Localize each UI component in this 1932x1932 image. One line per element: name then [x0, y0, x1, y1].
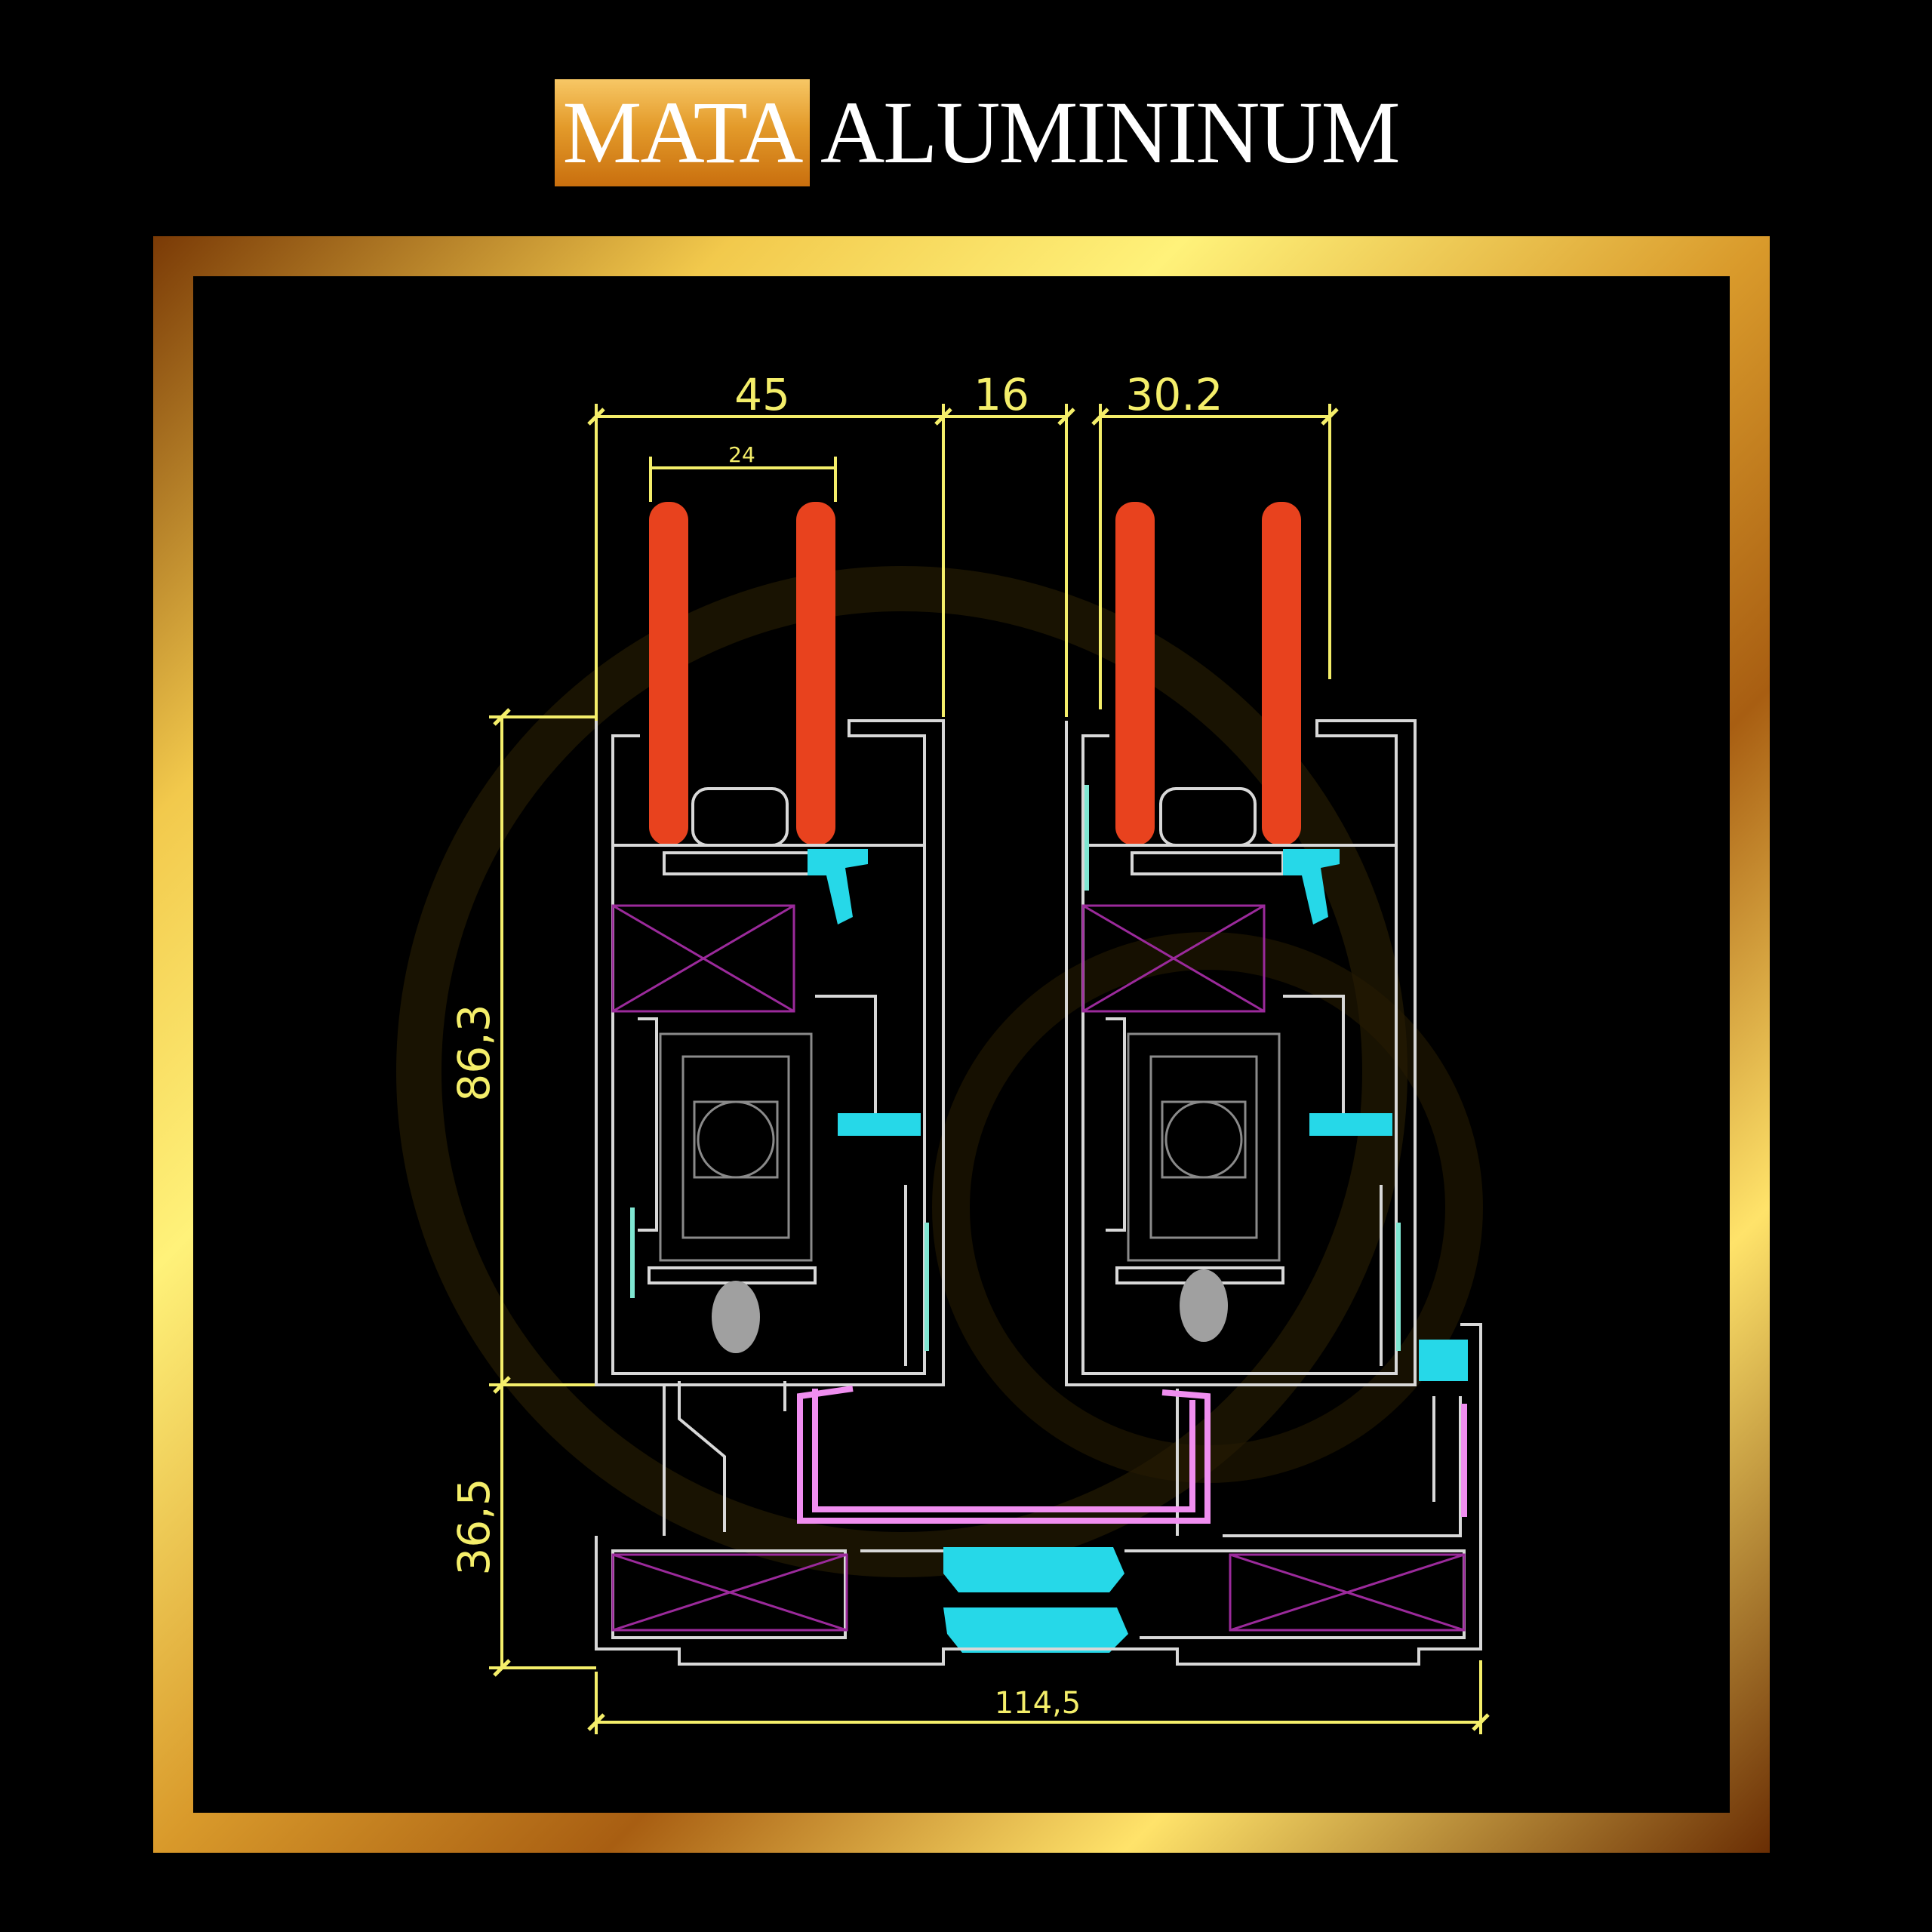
dim-sash-width-right: 30.2	[1125, 369, 1223, 420]
sash-edge-gaskets	[630, 785, 1401, 1351]
dim-glass-width: 24	[728, 442, 755, 467]
right-sash-insulation	[1081, 904, 1266, 1013]
thermal-breaks	[808, 849, 1468, 1653]
brand-name: ALUMININUM	[820, 83, 1401, 182]
glass-panes	[649, 502, 1301, 845]
dimension-ticks	[493, 408, 1490, 1731]
right-roller-assembly	[1127, 1032, 1281, 1262]
left-roller-assembly	[659, 1032, 813, 1262]
frame-insulation	[611, 1553, 1466, 1632]
outer-frame-profile	[595, 1323, 1482, 1666]
dim-gap: 16	[974, 369, 1029, 420]
center-gasket-channel	[797, 1386, 1467, 1524]
dim-sash-width: 45	[734, 369, 790, 420]
dim-sash-height: 86,3	[448, 1004, 500, 1101]
left-roller-wheel	[712, 1281, 760, 1353]
dim-frame-height: 36,5	[448, 1478, 500, 1575]
watermark-emblem	[396, 566, 1483, 1577]
brand-logo: MATA ALUMININUM	[555, 79, 1401, 186]
dim-total-width: 114,5	[995, 1686, 1081, 1721]
right-roller-wheel	[1180, 1269, 1228, 1342]
brand-highlight: MATA	[555, 79, 810, 186]
dimension-lines	[489, 404, 1482, 1734]
left-sash-insulation	[611, 904, 795, 1013]
left-sash-profile	[595, 719, 945, 1532]
